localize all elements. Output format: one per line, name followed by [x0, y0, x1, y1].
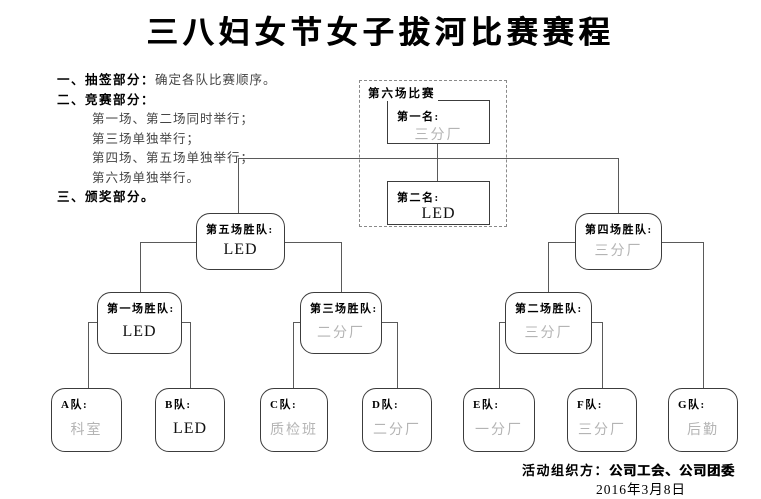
- team-d-label: D队:: [372, 399, 400, 411]
- team-c-label: C队:: [270, 399, 298, 411]
- connector-final-left: [238, 158, 239, 213]
- team-c-value: 质检班: [270, 422, 318, 438]
- team-g-label: G队:: [678, 399, 706, 411]
- connector-m4-left-h: [548, 242, 575, 243]
- match3-winner-box: 第三场胜队: 二分厂: [300, 292, 382, 354]
- match1-winner-label: 第一场胜队:: [107, 303, 175, 315]
- team-a-label: A队:: [61, 399, 89, 411]
- note-item-1: 一、抽签部分：确定各队比赛顺序。: [57, 71, 277, 91]
- first-place-box: 第一名: 三分厂: [387, 100, 490, 144]
- connector-m1-to-teamB: [190, 322, 191, 388]
- match2-winner-label: 第二场胜队:: [515, 303, 583, 315]
- connector-m1-right-h: [182, 322, 190, 323]
- match4-winner-label: 第四场胜队:: [585, 224, 653, 236]
- connector-m2-left-h: [499, 322, 505, 323]
- team-d-box: D队: 二分厂: [362, 388, 432, 452]
- team-a-box: A队: 科室: [51, 388, 122, 452]
- final-match-group-label: 第六场比赛: [366, 85, 438, 101]
- team-b-box: B队: LED: [155, 388, 225, 452]
- connector-m1-to-teamA: [88, 322, 89, 388]
- connector-m2-right-h: [592, 322, 602, 323]
- connector-m2-to-teamE: [499, 322, 500, 388]
- connector-final-right: [618, 158, 619, 213]
- team-e-value: 一分厂: [475, 422, 523, 438]
- connector-m3-right-h: [382, 322, 397, 323]
- schedule-line-1: 第一场、第二场同时举行；: [92, 112, 255, 126]
- page-title: 三八妇女节女子拔河比赛赛程: [146, 15, 615, 50]
- organizer-label: 活动组织方：: [522, 463, 610, 478]
- match3-winner-value: 二分厂: [317, 325, 365, 341]
- note-item-1-text: 确定各队比赛顺序。: [155, 73, 277, 87]
- team-e-label: E队:: [473, 399, 500, 411]
- team-f-box: F队: 三分厂: [567, 388, 637, 452]
- team-b-label: B队:: [165, 399, 192, 411]
- match5-winner-value: LED: [223, 241, 258, 258]
- schedule-line-3: 第四场、第五场单独举行；: [92, 151, 255, 165]
- match5-winner-box: 第五场胜队: LED: [196, 213, 285, 270]
- connector-final-horizontal: [238, 158, 618, 159]
- second-place-box: 第二名: LED: [387, 181, 490, 225]
- connector-m5-left-h: [140, 242, 196, 243]
- team-b-value: LED: [172, 419, 208, 437]
- note-item-2-label: 二、竞赛部分：: [57, 92, 156, 107]
- final-match-group-outline: [359, 80, 507, 227]
- second-place-label: 第二名:: [397, 192, 440, 204]
- connector-m4-left-v: [548, 242, 549, 292]
- connector-m2-to-teamF: [602, 322, 603, 388]
- connector-m1-left-h: [88, 322, 97, 323]
- connector-m5-right-v: [341, 242, 342, 292]
- connector-m3-to-teamD: [397, 322, 398, 388]
- connector-m3-to-teamC: [293, 322, 294, 388]
- connector-m3-left-h: [293, 322, 300, 323]
- connector-m4-to-teamG: [703, 242, 704, 388]
- first-place-value: 三分厂: [414, 128, 463, 143]
- event-date: 2016年3月8日: [596, 482, 686, 497]
- connector-final-middle: [437, 144, 438, 181]
- team-g-value: 后勤: [687, 422, 719, 438]
- schedule-line-4: 第六场单独举行。: [92, 170, 201, 185]
- match4-winner-value: 三分厂: [594, 244, 643, 259]
- team-c-box: C队: 质检班: [260, 388, 328, 452]
- match1-winner-value: LED: [122, 322, 157, 340]
- team-e-box: E队: 一分厂: [463, 388, 535, 452]
- team-a-value: 科室: [70, 422, 103, 438]
- note-item-3-label: 三、颁奖部分。: [57, 190, 156, 204]
- match3-winner-label: 第三场胜队:: [310, 303, 378, 315]
- connector-m4-right-h: [662, 242, 703, 243]
- organizer-line: 活动组织方：公司工会、公司团委: [522, 460, 735, 479]
- match2-winner-value: 三分厂: [524, 325, 573, 341]
- notes-list: 一、抽签部分：确定各队比赛顺序。 二、竞赛部分： 第一场、第二场同时举行； 第三…: [57, 71, 277, 208]
- schedule-line-2: 第三场单独举行；: [92, 131, 201, 146]
- first-place-label: 第一名:: [397, 111, 440, 123]
- match1-winner-box: 第一场胜队: LED: [97, 292, 182, 354]
- organizer-value: 公司工会、公司团委: [609, 463, 736, 478]
- connector-m5-right-h: [285, 242, 341, 243]
- match2-winner-box: 第二场胜队: 三分厂: [505, 292, 592, 354]
- note-item-1-label: 一、抽签部分：: [57, 73, 156, 87]
- team-f-label: F队:: [577, 399, 603, 411]
- team-g-box: G队: 后勤: [668, 388, 738, 452]
- match5-winner-label: 第五场胜队:: [206, 224, 274, 236]
- connector-m5-left-v: [140, 242, 141, 292]
- team-d-value: 二分厂: [373, 422, 421, 438]
- team-f-value: 三分厂: [578, 422, 626, 438]
- second-place-value: LED: [421, 205, 456, 222]
- match4-winner-box: 第四场胜队: 三分厂: [575, 213, 662, 270]
